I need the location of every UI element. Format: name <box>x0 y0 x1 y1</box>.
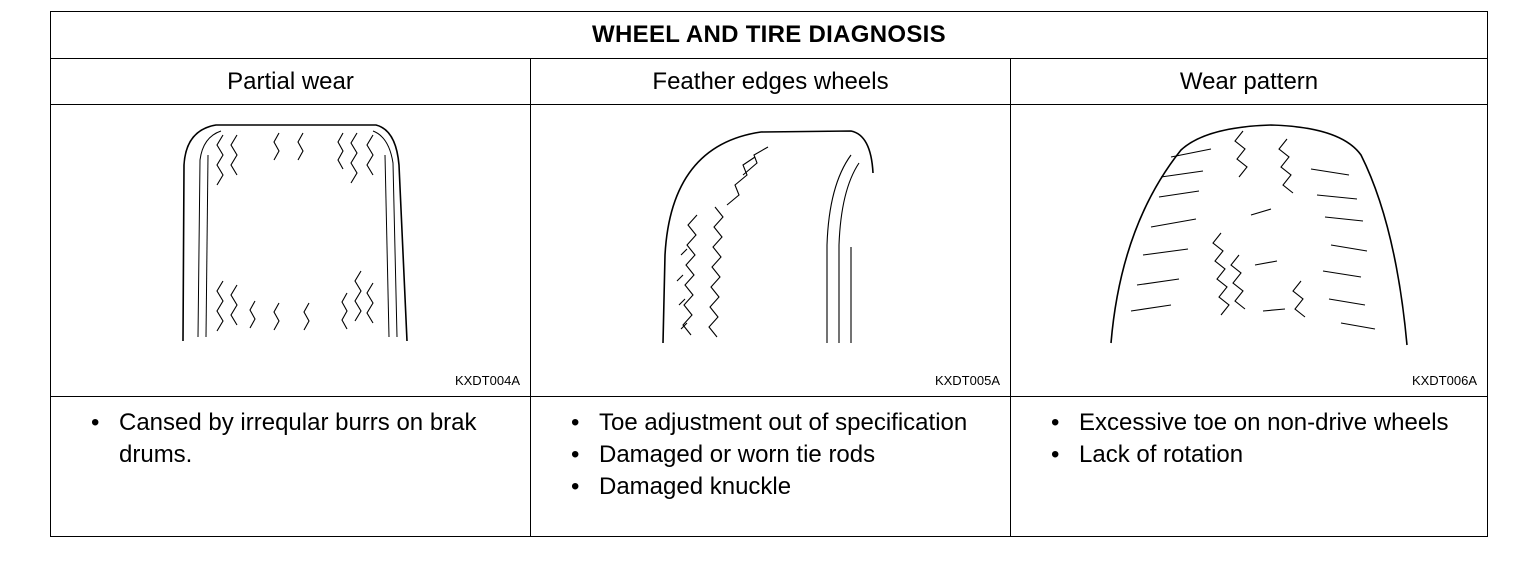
tire-partial-wear-icon <box>182 124 408 342</box>
causes-list: Excessive toe on non-drive wheels Lack o… <box>1011 397 1487 471</box>
figure-cell: KXDT005A <box>531 105 1010 397</box>
figure-code: KXDT004A <box>454 373 520 388</box>
figure-code: KXDT005A <box>934 373 1000 388</box>
list-item: Damaged or worn tie rods <box>531 439 1010 471</box>
list-item: Lack of rotation <box>1011 439 1487 471</box>
list-item: Toe adjustment out of specification <box>531 407 1010 439</box>
figure-cell: KXDT006A <box>1011 105 1487 397</box>
list-item: Cansed by irreqular burrs on brak drums. <box>51 407 530 471</box>
column-heading: Partial wear <box>51 59 530 105</box>
table-title: WHEEL AND TIRE DIAGNOSIS <box>51 12 1487 59</box>
column-heading: Feather edges wheels <box>531 59 1010 105</box>
column-wear-pattern: Wear pattern KXDT0 <box>1011 59 1487 536</box>
column-partial-wear: Partial wear <box>51 59 531 536</box>
figure-code: KXDT006A <box>1411 373 1477 388</box>
column-feather-edges: Feather edges wheels KXDT005A <box>531 59 1011 536</box>
tire-wear-pattern-icon <box>1110 124 1408 346</box>
diagnosis-table: WHEEL AND TIRE DIAGNOSIS Partial wear <box>50 11 1488 537</box>
causes-list: Toe adjustment out of specification Dama… <box>531 397 1010 503</box>
list-item: Excessive toe on non-drive wheels <box>1011 407 1487 439</box>
tire-feather-edge-icon <box>662 130 874 344</box>
list-item: Damaged knuckle <box>531 471 1010 503</box>
figure-cell: KXDT004A <box>51 105 530 397</box>
column-heading: Wear pattern <box>1011 59 1487 105</box>
causes-list: Cansed by irreqular burrs on brak drums. <box>51 397 530 471</box>
